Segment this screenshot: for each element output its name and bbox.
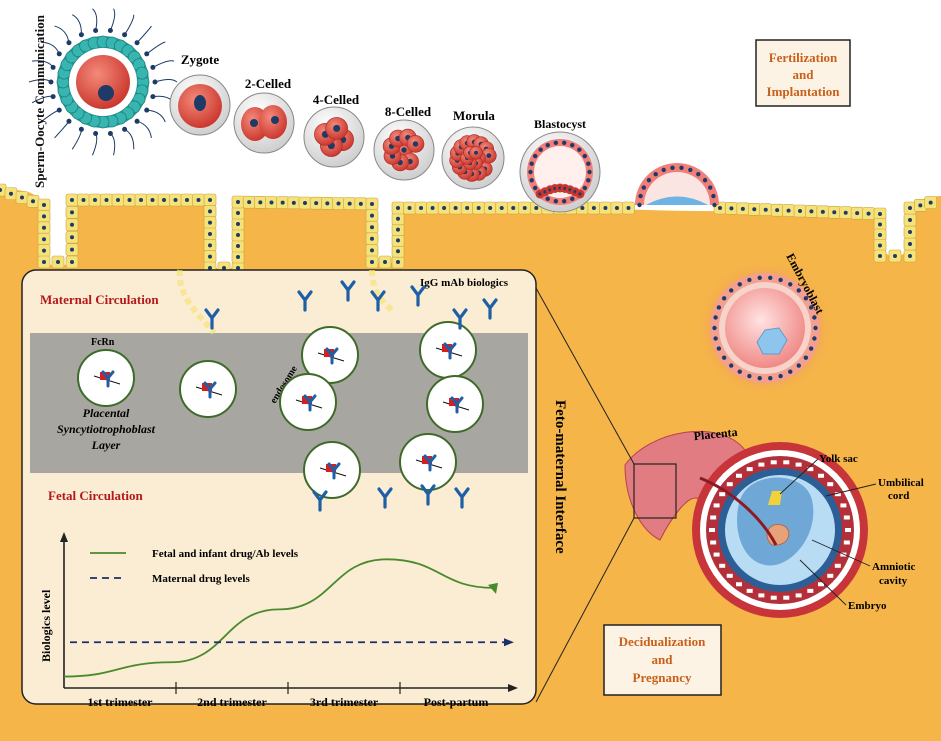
- antibody-group: [204, 280, 498, 512]
- layer-name-line2: Syncytiotrophoblast: [57, 422, 156, 436]
- chart-x-tick-label: 3rd trimester: [310, 695, 379, 709]
- decidualization-box: [603, 624, 722, 696]
- layer-name-line1: Placental: [83, 406, 130, 420]
- two-celled-label: 2-Celled: [245, 76, 292, 91]
- chart-ylabel: Biologics level: [39, 589, 53, 662]
- embryoblast-icon: [697, 260, 833, 396]
- four-celled-label: 4-Celled: [313, 92, 360, 107]
- umbilical-label-2: cord: [888, 490, 909, 502]
- placenta-label: Placenta: [693, 425, 738, 444]
- sperm-oocyte-label: Sperm-Oocyte Communication: [32, 14, 47, 188]
- feto-maternal-interface-label: Feto-maternal Interface: [552, 400, 568, 554]
- legend-fetal-label: Fetal and infant drug/Ab levels: [152, 548, 299, 560]
- decidualization-box-line1: Decidualization: [619, 634, 706, 649]
- sperm-oocyte-illustration: [28, 8, 178, 156]
- chart-x-tick-label: 1st trimester: [88, 695, 154, 709]
- igg-label: IgG mAb biologics: [420, 277, 509, 289]
- morula-label: Morula: [453, 108, 495, 123]
- decidualization-box-line3: Pregnancy: [633, 670, 692, 685]
- chart-y-arrow: [60, 532, 68, 542]
- embryo-label: Embryo: [848, 600, 887, 612]
- chart-x-tick-label: 2nd trimester: [197, 695, 267, 709]
- maternal-circulation-label: Maternal Circulation: [40, 292, 159, 307]
- epithelial-cell-layer: [0, 183, 937, 275]
- chorion-villi: [709, 460, 851, 600]
- eight-celled-label: 8-Celled: [385, 104, 432, 119]
- gland-outline: [176, 269, 394, 335]
- zygote-label: Zygote: [181, 52, 220, 67]
- four-celled-icon: [303, 106, 365, 168]
- yolk-sac-label: Yolk sac: [819, 453, 858, 465]
- amniotic-label-2: cavity: [879, 575, 908, 587]
- fetal-series-line: [63, 558, 495, 678]
- chart-x-arrow: [508, 684, 518, 692]
- fcrn-label: FcRn: [91, 337, 115, 348]
- chart-x-tick-label: Post-partum: [424, 695, 489, 709]
- fertilization-box-line1: Fertilization: [769, 50, 838, 65]
- placenta-zoom-box: [633, 463, 677, 519]
- amniotic-label-1: Amniotic: [872, 561, 916, 573]
- blastocyst-icon: [519, 131, 601, 213]
- eight-celled-icon: [373, 119, 435, 181]
- layer-name-line3: Layer: [91, 438, 121, 452]
- zygote-icon: [169, 74, 231, 136]
- two-celled-icon: [233, 92, 295, 154]
- decidualization-box-line2: and: [652, 652, 674, 667]
- legend-maternal-label: Maternal drug levels: [152, 573, 250, 585]
- fetal-circulation-label: Fetal Circulation: [48, 488, 143, 503]
- umbilical-label-1: Umbilical: [878, 477, 924, 489]
- placenta-embryo-illustration: [624, 430, 868, 618]
- fetal-series-arrow: [488, 582, 498, 594]
- maternal-series-arrow: [504, 638, 514, 647]
- fertilization-box-line2: and: [793, 67, 815, 82]
- fertilization-box: [755, 39, 851, 107]
- implanting-blastocyst-icon: [635, 163, 719, 208]
- fertilization-box-line3: Implantation: [767, 84, 841, 99]
- endosome-group: [77, 321, 484, 499]
- blastocyst-label: Blastocyst: [534, 117, 586, 131]
- biologics-level-chart: Biologics level 1st trimester 2nd trimest…: [39, 532, 518, 709]
- morula-icon: [441, 126, 505, 190]
